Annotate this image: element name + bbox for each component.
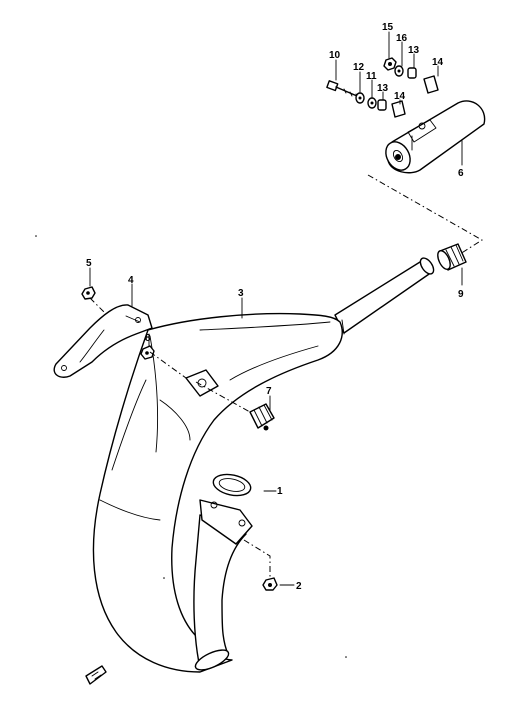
exhaust-pipe bbox=[92, 257, 435, 673]
assembly-line-5 bbox=[89, 297, 105, 313]
washer-16 bbox=[394, 65, 404, 77]
callout-13-upper: 13 bbox=[408, 45, 420, 56]
callout-16: 16 bbox=[396, 33, 408, 44]
grommet-14-lower bbox=[391, 100, 406, 118]
callout-2: 2 bbox=[296, 581, 302, 592]
callout-14-upper: 14 bbox=[432, 57, 444, 68]
bracket-bolt-5 bbox=[81, 286, 96, 300]
nut-15 bbox=[383, 57, 397, 71]
assembly-line-muffler-to-seal bbox=[367, 174, 483, 255]
callout-13-lower: 13 bbox=[377, 83, 389, 94]
flange-bolt-2 bbox=[262, 577, 278, 591]
nut-8 bbox=[140, 345, 155, 360]
speck-mark bbox=[35, 235, 37, 237]
muffler-seal bbox=[437, 243, 467, 271]
callout-7: 7 bbox=[266, 386, 272, 397]
callout-12: 12 bbox=[353, 62, 365, 73]
mount-damper-7 bbox=[249, 403, 275, 431]
pipe-bracket bbox=[53, 304, 153, 378]
washer-11 bbox=[367, 97, 377, 109]
leader-lines bbox=[89, 31, 463, 586]
callout-10: 10 bbox=[329, 50, 341, 61]
assembly-line-7 bbox=[195, 381, 251, 413]
bushing-13-upper bbox=[407, 67, 417, 79]
front-direction-arrow-icon bbox=[85, 665, 107, 685]
grommet-14-upper bbox=[423, 75, 439, 94]
callout-15: 15 bbox=[382, 22, 394, 33]
callout-6: 6 bbox=[458, 168, 464, 179]
callout-11: 11 bbox=[366, 71, 377, 82]
callout-14-lower: 14 bbox=[394, 91, 406, 102]
callout-8: 8 bbox=[145, 333, 151, 344]
assembly-line-8 bbox=[149, 351, 187, 379]
callout-3: 3 bbox=[238, 288, 244, 299]
callout-4: 4 bbox=[128, 275, 134, 286]
washer-12 bbox=[355, 92, 365, 104]
muffler-silencer bbox=[385, 100, 486, 174]
exhaust-gasket bbox=[212, 473, 252, 497]
bushing-13-lower bbox=[377, 99, 387, 111]
assembly-line-2 bbox=[243, 539, 271, 578]
callout-1: 1 bbox=[277, 486, 283, 497]
callout-9: 9 bbox=[458, 289, 464, 300]
speck-mark bbox=[345, 656, 347, 658]
callout-5: 5 bbox=[86, 258, 92, 269]
speck-mark bbox=[163, 577, 165, 579]
